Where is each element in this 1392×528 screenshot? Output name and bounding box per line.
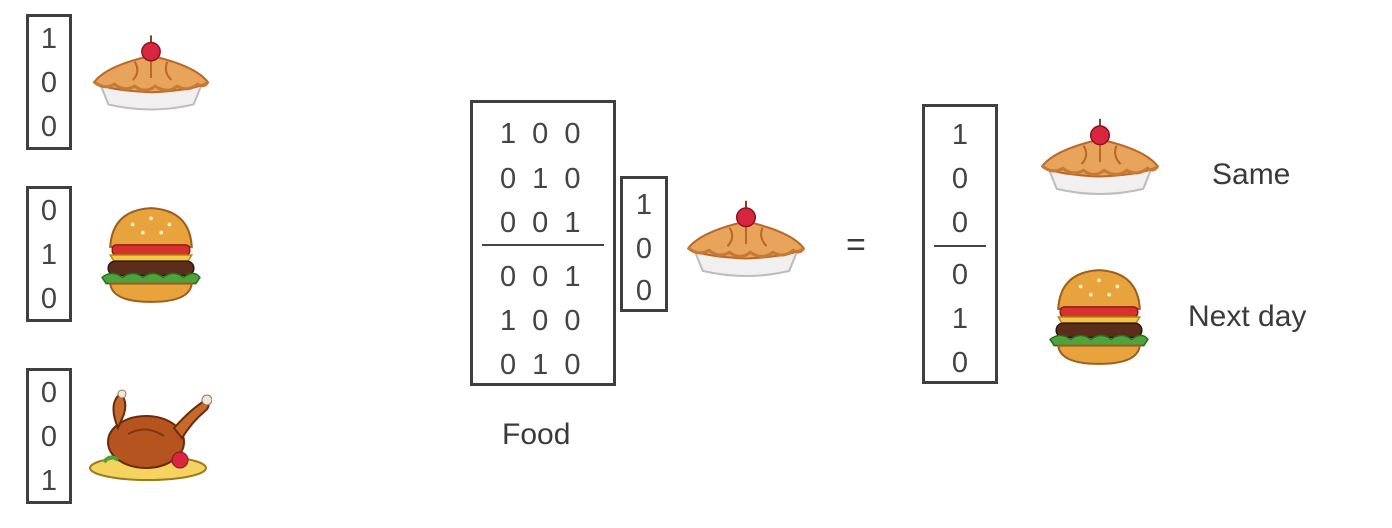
matrix-row: 0 0 1 bbox=[500, 207, 585, 239]
vector-entry: 1 bbox=[951, 303, 969, 335]
vector-entry: 1 bbox=[40, 23, 58, 55]
matrix-divider bbox=[482, 244, 604, 246]
matrix-row: 0 1 0 bbox=[500, 163, 585, 195]
vector-entry: 0 bbox=[951, 347, 969, 379]
vector-entry: 1 bbox=[40, 465, 58, 497]
matrix-label: Food bbox=[502, 418, 571, 451]
burger-icon bbox=[101, 207, 201, 303]
roast-chicken-icon bbox=[88, 388, 212, 482]
result-vector: 1 0 0 0 1 0 bbox=[922, 104, 998, 384]
vector-entry: 0 bbox=[40, 421, 58, 453]
vector-entry: 0 bbox=[40, 377, 58, 409]
vector-entry: 0 bbox=[40, 195, 58, 227]
vector-entry: 0 bbox=[951, 163, 969, 195]
vector-entry: 1 bbox=[40, 239, 58, 271]
input-vector: 1 0 0 bbox=[620, 176, 668, 312]
vector-entry: 0 bbox=[951, 207, 969, 239]
output-label-next-day: Next day bbox=[1188, 300, 1307, 333]
vector-entry: 0 bbox=[635, 275, 653, 307]
vector-entry: 0 bbox=[40, 283, 58, 315]
legend-vector-burger: 0 1 0 bbox=[26, 186, 72, 322]
pie-icon bbox=[686, 199, 806, 278]
legend-vector-pie: 1 0 0 bbox=[26, 14, 72, 150]
vector-divider bbox=[934, 245, 986, 247]
vector-entry: 0 bbox=[951, 259, 969, 291]
matrix-row: 1 0 0 bbox=[500, 118, 585, 150]
equals-sign: = bbox=[846, 226, 866, 264]
vector-entry: 0 bbox=[40, 111, 58, 143]
matrix-row: 0 0 1 bbox=[500, 261, 585, 293]
output-label-same: Same bbox=[1212, 158, 1291, 191]
matrix-row: 1 0 0 bbox=[500, 305, 585, 337]
pie-icon bbox=[1040, 117, 1160, 196]
vector-entry: 0 bbox=[40, 67, 58, 99]
vector-entry: 0 bbox=[635, 233, 653, 265]
vector-entry: 1 bbox=[951, 119, 969, 151]
food-matrix: 1 0 0 0 1 0 0 0 1 0 0 1 1 0 0 0 1 0 bbox=[470, 100, 616, 386]
pie-icon bbox=[92, 33, 210, 112]
burger-icon bbox=[1049, 269, 1149, 365]
legend-vector-chicken: 0 0 1 bbox=[26, 368, 72, 504]
matrix-row: 0 1 0 bbox=[500, 349, 585, 381]
vector-entry: 1 bbox=[635, 189, 653, 221]
